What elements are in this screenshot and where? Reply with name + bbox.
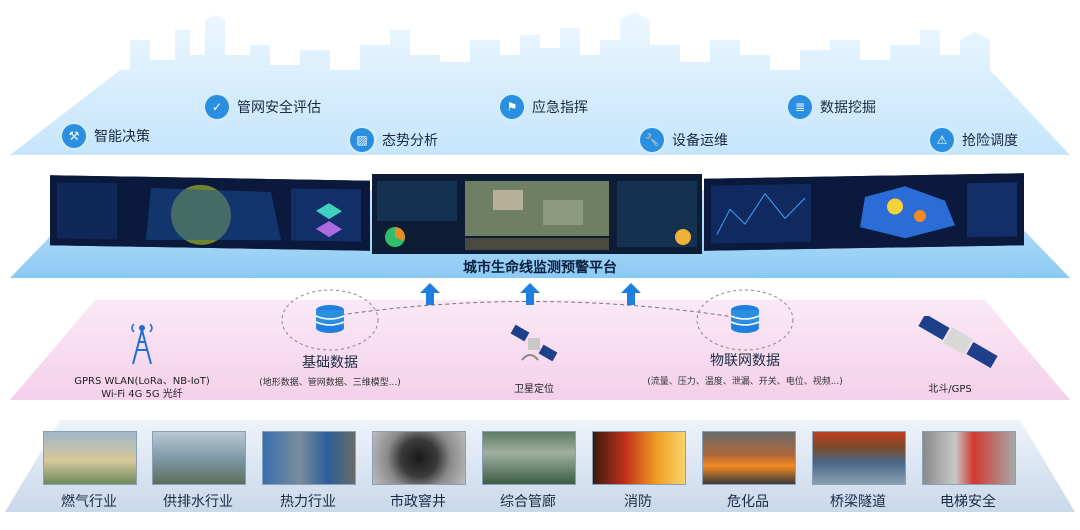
industry-card-gas: 燃气行业 — [43, 431, 139, 511]
elevator-photo — [922, 431, 1016, 485]
dashboard-satellite-visual — [373, 175, 701, 253]
dashboard-screen-right — [704, 173, 1024, 251]
app-item-data-mining: ≣ 数据挖掘 — [788, 95, 876, 119]
network-line2: Wi-Fi 4G 5G 光纤 — [101, 389, 183, 400]
iot-data-title: 物联网数据 — [710, 353, 780, 369]
gavel-icon: ⚒ — [62, 124, 86, 148]
flag-icon: ⚑ — [500, 95, 524, 119]
city-skyline — [10, 12, 1070, 155]
database-icon: ≣ — [788, 95, 812, 119]
app-item-emergency-command: ⚑ 应急指挥 — [500, 95, 588, 119]
utility-tunnel-photo — [482, 431, 576, 485]
manhole-photo — [372, 431, 466, 485]
up-arrow-icon — [621, 283, 641, 305]
beidou-satellite-icon — [918, 316, 998, 368]
app-item-situation-analysis: ▨ 态势分析 — [350, 128, 438, 152]
industry-card-hazardous: 危化品 — [702, 431, 798, 511]
bridge-tunnel-photo — [812, 431, 906, 485]
beidou-label: 北斗/GPS — [928, 384, 972, 395]
app-item-pipeline-assessment: ✓ 管网安全评估 — [205, 95, 321, 119]
iot-data-subtitle: (流量、压力、温度、泄漏、开关、电位、视频...) — [647, 377, 843, 387]
industry-card-firefighting: 消防 — [592, 431, 688, 511]
industry-card-bridge-tunnel: 桥梁隧道 — [812, 431, 908, 511]
network-line1: GPRS WLAN(LoRa、NB-IoT) — [74, 376, 210, 387]
heating-valve-photo — [262, 431, 356, 485]
dashboard-screen-center — [372, 174, 702, 254]
dashboard-screen-left — [50, 175, 370, 251]
shield-check-icon: ✓ — [205, 95, 229, 119]
gas-pipeline-photo — [43, 431, 137, 485]
app-item-device-maintenance: 🔧 设备运维 — [640, 128, 728, 152]
satellite-icon — [510, 324, 558, 362]
firefighting-photo — [592, 431, 686, 485]
platform-title: 城市生命线监测预警平台 — [463, 260, 617, 276]
database-icon — [315, 305, 345, 333]
basic-data-title: 基础数据 — [302, 355, 358, 371]
water-treatment-photo — [152, 431, 246, 485]
industry-card-manhole: 市政窨井 — [372, 431, 468, 511]
up-arrow-icon — [420, 283, 440, 305]
dashboard-map-visual — [51, 176, 369, 250]
basic-data-circle — [281, 289, 379, 351]
iot-data-circle — [696, 289, 794, 351]
signal-tower-icon — [131, 323, 153, 365]
up-arrow-icon — [520, 283, 540, 305]
industry-card-elevator: 电梯安全 — [922, 431, 1018, 511]
app-item-rescue-dispatch: ⚠ 抢险调度 — [930, 128, 1018, 152]
industry-card-utility-tunnel: 综合管廊 — [482, 431, 578, 511]
hazardous-chemicals-photo — [702, 431, 796, 485]
dashboard-heatmap-visual — [705, 174, 1023, 250]
basic-data-subtitle: (地形数据、管网数据、三维模型...) — [259, 378, 401, 388]
wrench-icon: 🔧 — [640, 128, 664, 152]
industry-card-heating: 热力行业 — [262, 431, 358, 511]
database-icon — [730, 305, 760, 333]
industry-card-water: 供排水行业 — [152, 431, 248, 511]
satellite-label: 卫星定位 — [514, 384, 554, 395]
warning-icon: ⚠ — [930, 128, 954, 152]
app-item-decision: ⚒ 智能决策 — [62, 124, 150, 148]
image-chart-icon: ▨ — [350, 128, 374, 152]
